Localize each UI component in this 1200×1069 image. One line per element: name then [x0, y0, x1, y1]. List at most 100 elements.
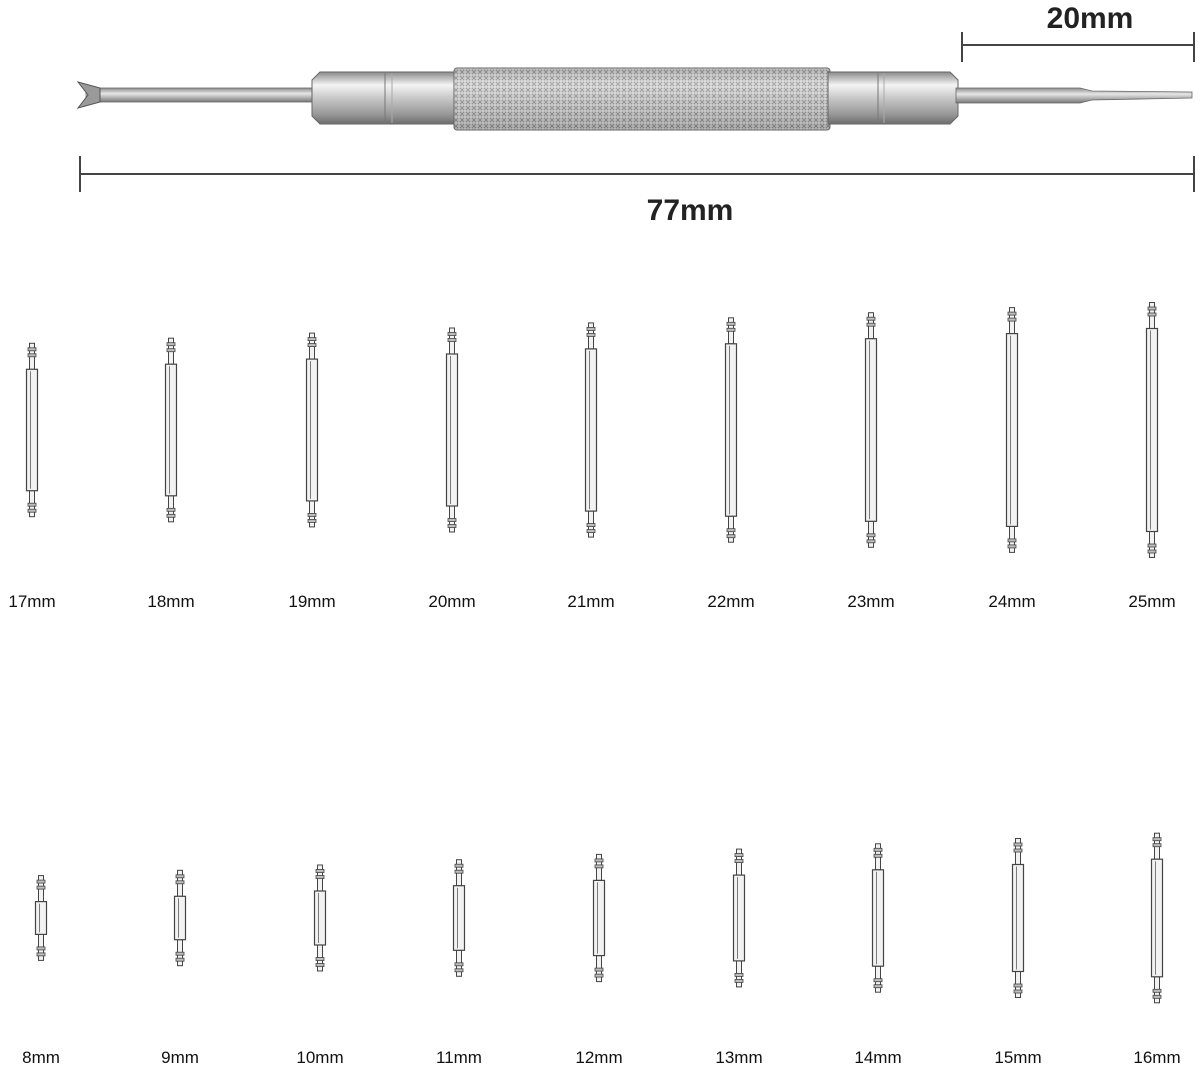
spring-bar-ring [307, 337, 317, 342]
spring-bar-ring [873, 853, 883, 858]
spring-bar-ring [734, 859, 744, 863]
spring-bar-top-6: 23mm [847, 312, 895, 611]
spring-bar-label: 21mm [567, 592, 614, 611]
spring-bar-top-1: 18mm [147, 337, 195, 611]
spring-bar-body [173, 895, 187, 941]
spring-bar-bottom-6: 14mm [854, 843, 902, 1067]
total-length-dimension: 77mm [79, 156, 1195, 227]
spring-bar-body [313, 890, 327, 946]
spring-bar-ring [1152, 994, 1162, 999]
spring-bar-ring [726, 528, 736, 533]
spring-bar-bottom-8: 16mm [1133, 832, 1181, 1067]
spring-bar-body [1150, 858, 1164, 978]
spring-bar-label: 19mm [288, 592, 335, 611]
spring-bar-ring [1147, 549, 1157, 554]
spring-bar-ring [726, 534, 736, 539]
spring-bar-ring [1007, 311, 1017, 316]
spring-bar-ring [315, 957, 325, 961]
spring-bar-ring [36, 879, 46, 884]
tip-dimension: 20mm [961, 2, 1195, 62]
spring-bar-ring [734, 853, 744, 857]
spring-bar-label: 20mm [428, 592, 475, 611]
spring-bar-label: 12mm [575, 1048, 622, 1067]
spring-bar-label: 22mm [707, 592, 754, 611]
spring-bar-body [1145, 327, 1159, 533]
spring-bar-ring [594, 967, 604, 972]
spring-bar-top-4: 21mm [567, 322, 615, 611]
spring-bar-label: 25mm [1128, 592, 1175, 611]
spring-bar-ring [454, 968, 464, 973]
spring-bar-ring [447, 332, 457, 336]
spring-bar-label: 15mm [994, 1048, 1041, 1067]
spring-bar-ring [166, 348, 176, 353]
spring-bar-top-5: 22mm [707, 317, 755, 611]
spring-bars-top-row: 17mm 18mm 19mm 20mm 21mm 22mm 23mm 24mm 25mm [8, 302, 1176, 611]
spring-bar-label: 10mm [296, 1048, 343, 1067]
spring-bar-ring [586, 529, 596, 533]
spring-bar-ring [315, 963, 325, 967]
spring-bar-ring [307, 513, 317, 517]
spring-bar-body [864, 338, 878, 522]
spring-bar-body [871, 869, 885, 967]
spring-bar-ring [866, 316, 876, 321]
spring-bar-ring [1147, 312, 1157, 317]
tool-left-ferrule [311, 71, 457, 125]
spring-bar-label: 24mm [988, 592, 1035, 611]
spring-bar-ring [175, 874, 185, 879]
spring-bar-ring [1007, 544, 1017, 549]
spring-bars-bottom-row: 8mm 9mm 10mm 11mm 12mm 13mm 14mm 15mm 16mm [22, 832, 1181, 1067]
spring-bar-ring [873, 984, 883, 989]
spring-bar-ring [454, 962, 464, 967]
tip-dimension-label: 20mm [1047, 2, 1134, 35]
tool-right-shaft [955, 87, 1193, 104]
spring-bar-ring [1152, 843, 1162, 848]
spring-bar-ring [586, 523, 596, 527]
spring-bar-ring [27, 353, 37, 358]
spring-bar-body [445, 353, 459, 507]
spring-bar-ring [447, 338, 457, 342]
spring-bar-body [732, 874, 746, 962]
spring-bar-label: 9mm [161, 1048, 199, 1067]
spring-bar-top-8: 25mm [1128, 302, 1176, 611]
spring-bar-ring [315, 869, 325, 873]
tool-left-shaft [85, 87, 317, 103]
tool-right-ferrule [827, 71, 959, 125]
spring-bar-ring [1152, 837, 1162, 842]
spring-bar-ring [586, 326, 596, 331]
spring-bar-ring [1147, 543, 1157, 548]
spring-bar-label: 14mm [854, 1048, 901, 1067]
spring-bar-ring [447, 518, 457, 522]
spring-bar-ring [734, 979, 744, 983]
spring-bar-ring [726, 321, 736, 326]
spring-bar-body [724, 343, 738, 517]
spring-bar-ring [1147, 306, 1157, 311]
spring-bar-ring [36, 885, 46, 890]
spring-bar-body [25, 368, 39, 492]
spring-bar-ring [27, 502, 37, 507]
spring-bar-body [164, 363, 178, 497]
spring-bar-ring [36, 952, 46, 957]
spring-bar-label: 8mm [22, 1048, 60, 1067]
spring-bar-ring [166, 507, 176, 512]
spring-bar-ring [175, 957, 185, 962]
spring-bar-ring [1013, 989, 1023, 994]
spring-bar-bottom-0: 8mm [22, 875, 60, 1067]
spring-bar-ring [36, 946, 46, 951]
spring-bar-ring [175, 880, 185, 885]
spring-bar-ring [1152, 988, 1162, 993]
spring-bar-label: 13mm [715, 1048, 762, 1067]
spring-bar-ring [1007, 538, 1017, 543]
spring-bar-ring [447, 524, 457, 528]
spring-bar-top-3: 20mm [428, 327, 476, 611]
spring-bar-label: 11mm [436, 1048, 482, 1067]
spring-bar-ring [1013, 983, 1023, 988]
spring-bar-bottom-1: 9mm [161, 869, 199, 1067]
spring-bar-ring [726, 327, 736, 332]
total-length-label: 77mm [647, 194, 734, 227]
spring-bar-ring [594, 864, 604, 869]
spring-bar-top-7: 24mm [988, 307, 1036, 611]
spring-bar-ring [307, 519, 317, 523]
spring-bar-label: 17mm [8, 592, 55, 611]
spring-bar-top-0: 17mm [8, 342, 56, 611]
